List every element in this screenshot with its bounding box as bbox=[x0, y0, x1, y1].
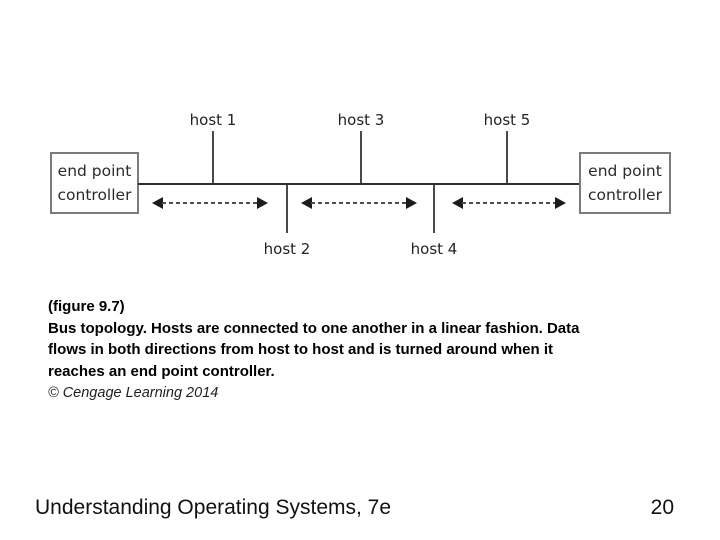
host-label-5: host 5 bbox=[483, 111, 531, 129]
figure-caption-line: Bus topology. Hosts are connected to one… bbox=[48, 319, 580, 337]
host-label-3: host 3 bbox=[337, 111, 385, 129]
host5-stub-line bbox=[506, 131, 508, 183]
endpoint-controller-box-right: end point controller bbox=[579, 152, 671, 214]
host4-stub-line bbox=[433, 185, 435, 233]
bus-line bbox=[138, 183, 579, 185]
host1-stub-line bbox=[212, 131, 214, 183]
host-label-4: host 4 bbox=[410, 240, 458, 258]
dashed-double-arrow-left bbox=[152, 196, 268, 209]
figure-caption-line: reaches an end point controller. bbox=[48, 362, 275, 380]
endpoint-controller-label-line2: controller bbox=[57, 186, 132, 204]
arrowhead-left-icon bbox=[301, 196, 312, 209]
host2-stub-line bbox=[286, 185, 288, 233]
arrowhead-left-icon bbox=[452, 196, 463, 209]
dashed-double-arrow-right bbox=[452, 196, 566, 209]
endpoint-controller-box-left: end point controller bbox=[50, 152, 139, 214]
figure-caption-title: (figure 9.7) bbox=[48, 298, 125, 315]
arrowhead-right-icon bbox=[257, 196, 268, 209]
endpoint-controller-label-line1: end point bbox=[588, 162, 662, 180]
dashed-shaft bbox=[462, 201, 556, 204]
figure-caption-line: flows in both directions from host to ho… bbox=[48, 341, 553, 358]
arrowhead-left-icon bbox=[152, 196, 163, 209]
figure-caption: (figure 9.7) Bus topology. Hosts are con… bbox=[48, 296, 688, 403]
dashed-shaft bbox=[311, 201, 407, 204]
arrowhead-right-icon bbox=[555, 196, 566, 209]
endpoint-controller-label-line2: controller bbox=[588, 186, 662, 204]
copyright-credit: © Cengage Learning 2014 bbox=[48, 385, 219, 401]
host3-stub-line bbox=[360, 131, 362, 183]
dashed-shaft bbox=[162, 201, 258, 204]
host-label-2: host 2 bbox=[263, 240, 311, 258]
footer-book-title: Understanding Operating Systems, 7e bbox=[35, 496, 392, 519]
endpoint-controller-label-line1: end point bbox=[57, 162, 132, 180]
host-label-1: host 1 bbox=[189, 111, 237, 129]
footer-page-number: 20 bbox=[650, 496, 674, 519]
dashed-double-arrow-middle bbox=[301, 196, 417, 209]
bus-topology-diagram: end point controller end point controlle… bbox=[50, 111, 671, 258]
arrowhead-right-icon bbox=[406, 196, 417, 209]
